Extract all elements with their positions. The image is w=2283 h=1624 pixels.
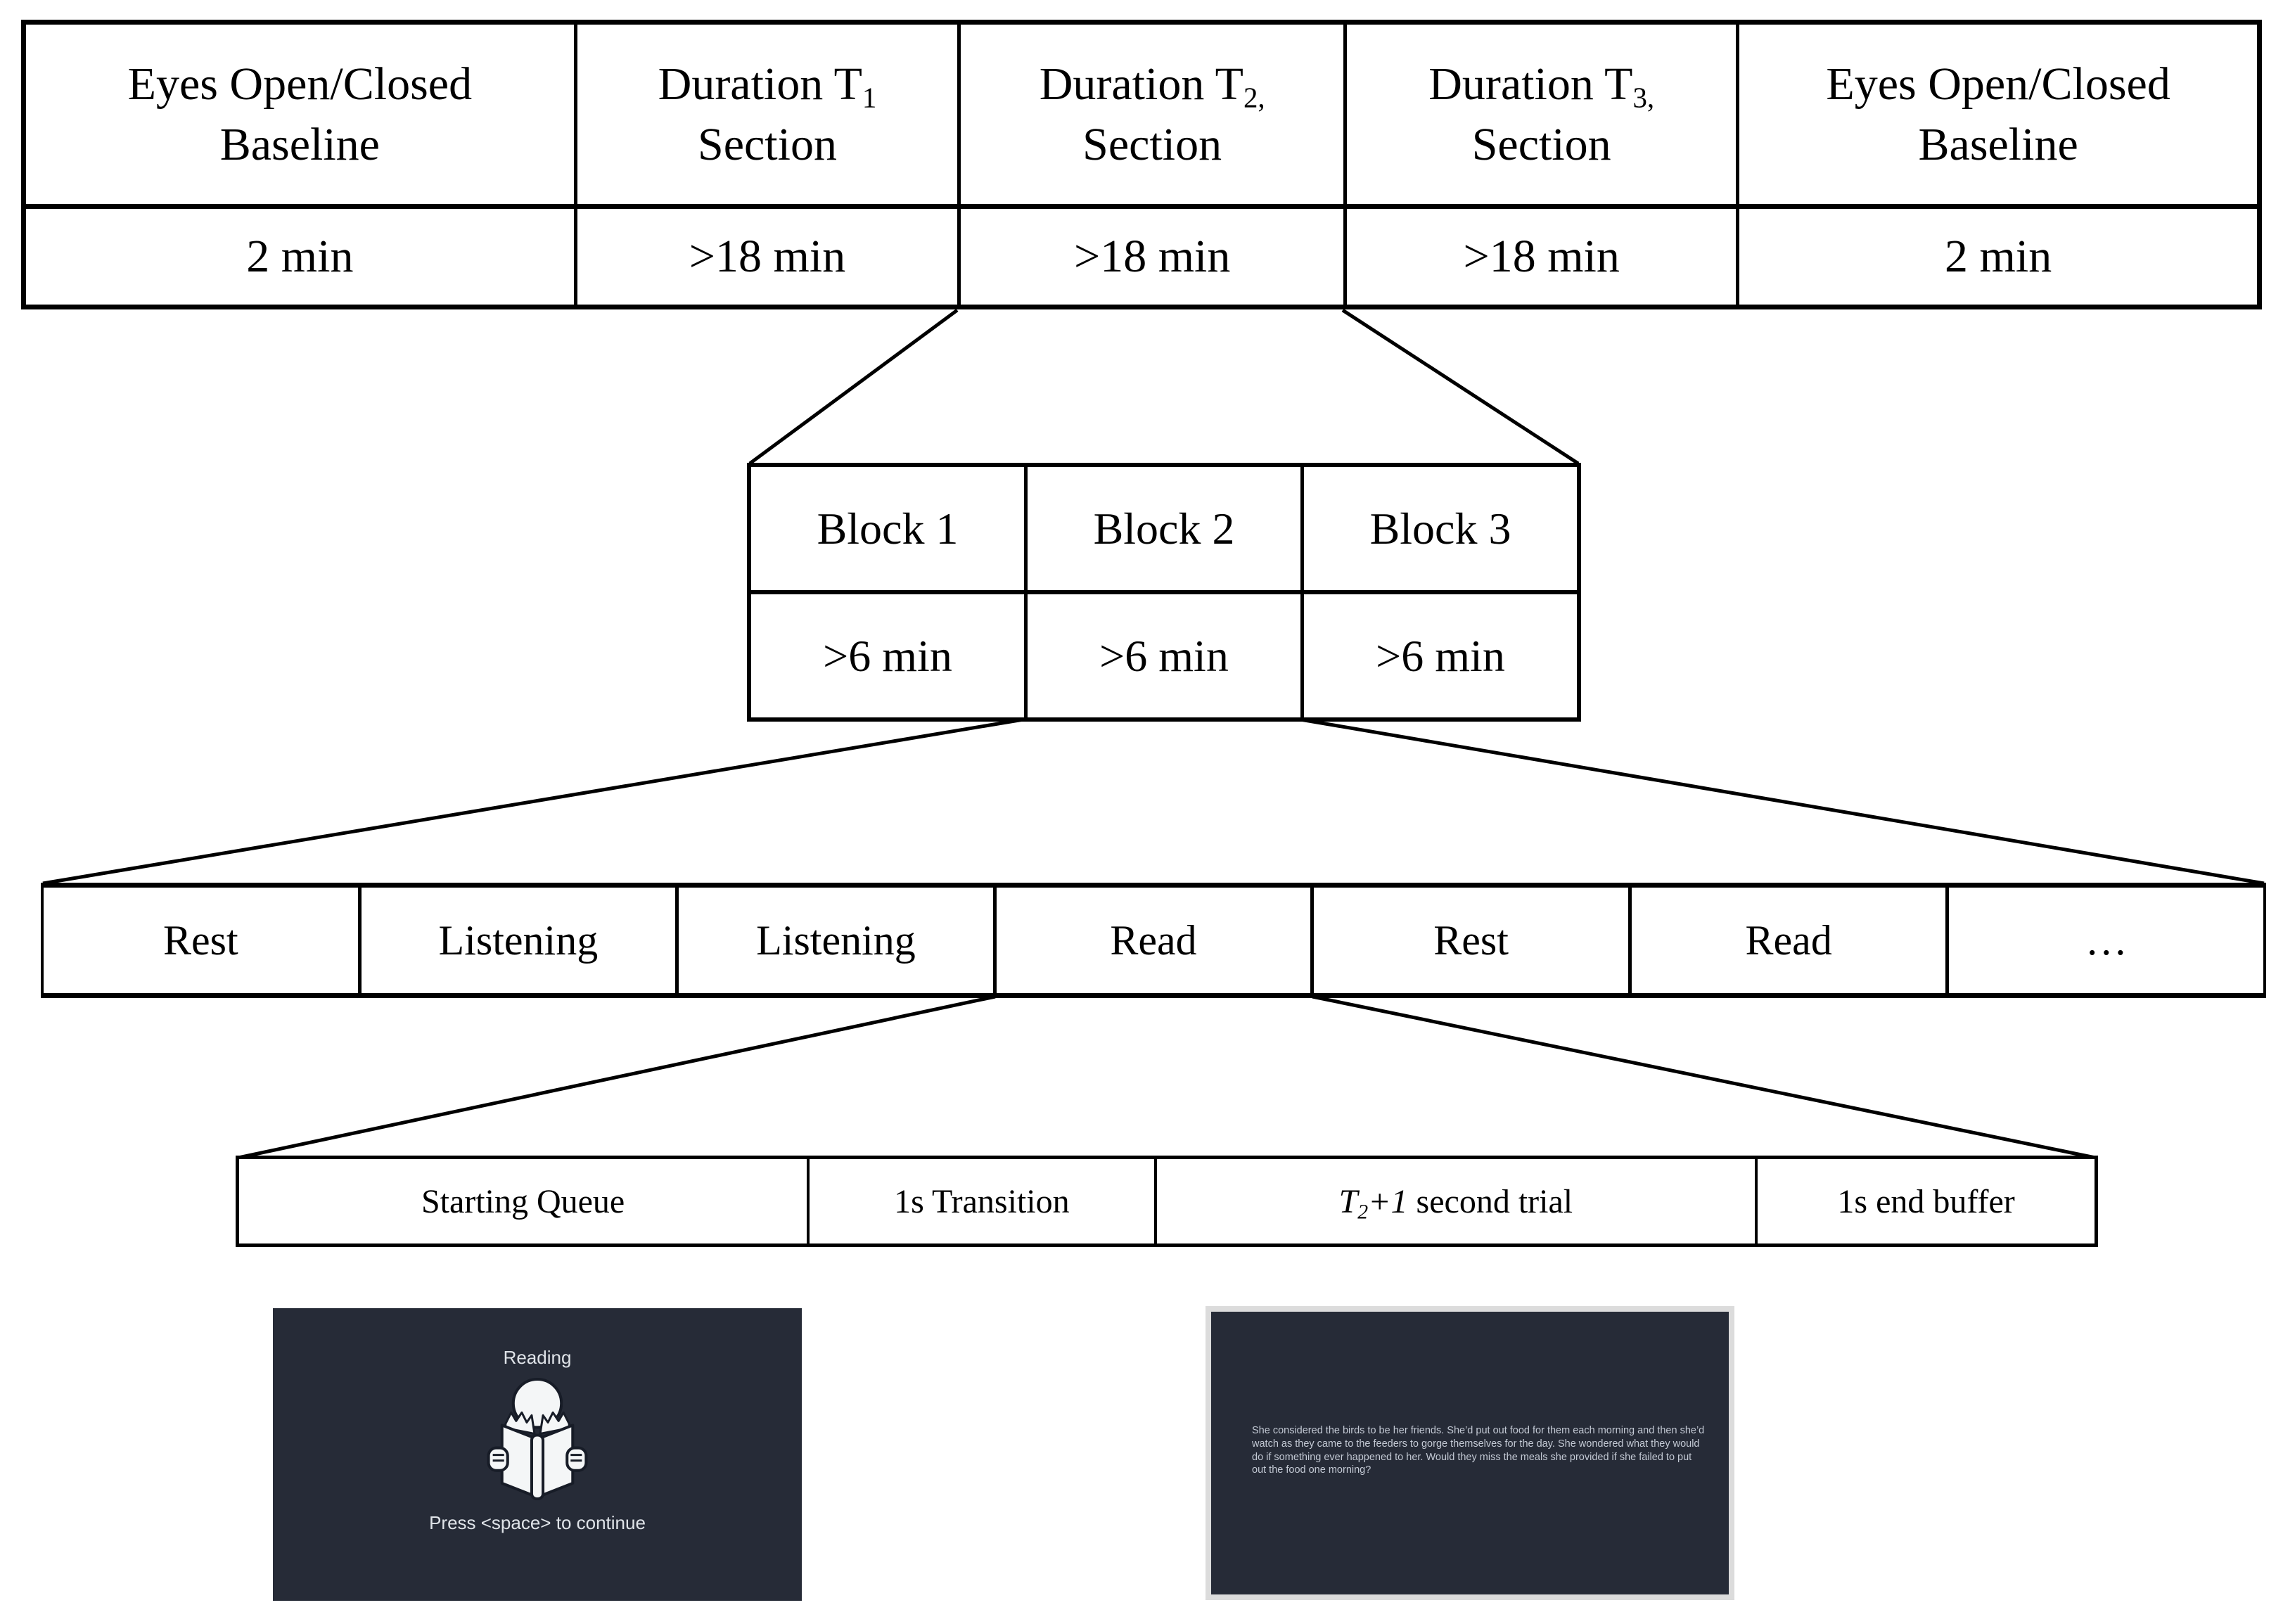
connector-trial-to-structure-right: [1312, 995, 2096, 1160]
cell-block-2-duration: >6 min: [1024, 594, 1300, 717]
person-reading-open-book-icon: [487, 1378, 588, 1500]
cell-baseline-start: Eyes Open/Closed Baseline: [127, 58, 473, 170]
connector-block-to-trials-left: [42, 717, 1024, 885]
trial-sequence-table: Rest Listening Listening Read Rest Read …: [41, 883, 2266, 998]
hand-left: [487, 1446, 509, 1472]
reading-stimulus-screen: She considered the birds to be her frien…: [1206, 1306, 1734, 1600]
cell-end-buffer: 1s end buffer: [1755, 1159, 2095, 1243]
cell-trial-listening-2: Listening: [675, 888, 993, 993]
session-header-row: Eyes Open/Closed Baseline Duration T1 Se…: [26, 25, 2257, 209]
connector-section-to-blocks-right: [1341, 308, 1580, 466]
cell-trial-length: T2+1 second trial: [1153, 1159, 1756, 1243]
cell-trial-listening-1: Listening: [357, 888, 676, 993]
cell-t1-duration: >18 min: [573, 209, 958, 305]
cell-baseline-end: Eyes Open/Closed Baseline: [1736, 25, 2257, 204]
cell-transition: 1s Transition: [807, 1159, 1153, 1243]
trial-sequence-row: Rest Listening Listening Read Rest Read …: [44, 888, 2263, 993]
cell-t3-duration: >18 min: [1343, 209, 1736, 305]
trial-structure-row: Starting Queue 1s Transition T2+1 second…: [239, 1159, 2095, 1243]
cell-block-1: Block 1: [817, 503, 959, 554]
reading-cue-screen: Reading Press <space> to continue: [273, 1308, 802, 1601]
cell-duration-t3-section: Duration T3, Section: [1343, 25, 1736, 204]
cue-screen-title: Reading: [503, 1347, 572, 1368]
cell-trial-read-1: Read: [992, 888, 1311, 993]
session-timeline-table: Eyes Open/Closed Baseline Duration T1 Se…: [21, 20, 2262, 309]
cue-screen-instruction: Press <space> to continue: [429, 1512, 646, 1533]
cell-block-3: Block 3: [1300, 467, 1577, 590]
cell-block-3-duration: >6 min: [1300, 594, 1577, 717]
cell-duration-t1-section: Duration T1 Section: [573, 25, 958, 204]
stimulus-line: watch as they came to the feeders to gor…: [1252, 1438, 1700, 1450]
cell-baseline-end-duration: 2 min: [1736, 209, 2257, 305]
cell-trial-ellipsis: …: [1945, 888, 2263, 993]
cell-t2-duration: >18 min: [957, 209, 1343, 305]
connector-block-to-trials-right: [1300, 717, 2265, 885]
book-spine: [530, 1433, 545, 1500]
cell-trial-rest-2: Rest: [1310, 888, 1628, 993]
connector-section-to-blocks-left: [748, 308, 959, 466]
hand-right: [565, 1446, 588, 1472]
stimulus-paragraph: She considered the birds to be her frien…: [1252, 1424, 1704, 1477]
cell-duration-t2-section: Duration T2, Section: [957, 25, 1343, 204]
block-duration-row: >6 min >6 min >6 min: [751, 594, 1577, 717]
cell-block-2: Block 2: [1024, 467, 1300, 590]
cell-block-1-duration: >6 min: [823, 630, 952, 681]
trial-structure-table: Starting Queue 1s Transition T2+1 second…: [236, 1156, 2098, 1247]
session-duration-row: 2 min >18 min >18 min >18 min 2 min: [26, 209, 2257, 305]
stimulus-line: do if something ever happened to her. Wo…: [1252, 1451, 1692, 1463]
cell-trial-rest-1: Rest: [162, 916, 238, 964]
connector-trial-to-structure-left: [238, 995, 996, 1160]
stimulus-line: out the food one morning?: [1252, 1464, 1371, 1476]
block-header-row: Block 1 Block 2 Block 3: [751, 467, 1577, 594]
stimulus-line: She considered the birds to be her frien…: [1252, 1425, 1705, 1436]
cell-baseline-start-duration: 2 min: [246, 231, 354, 282]
block-table: Block 1 Block 2 Block 3 >6 min >6 min >6…: [747, 463, 1581, 722]
cell-trial-read-2: Read: [1627, 888, 1946, 993]
cell-starting-queue: Starting Queue: [421, 1182, 625, 1220]
